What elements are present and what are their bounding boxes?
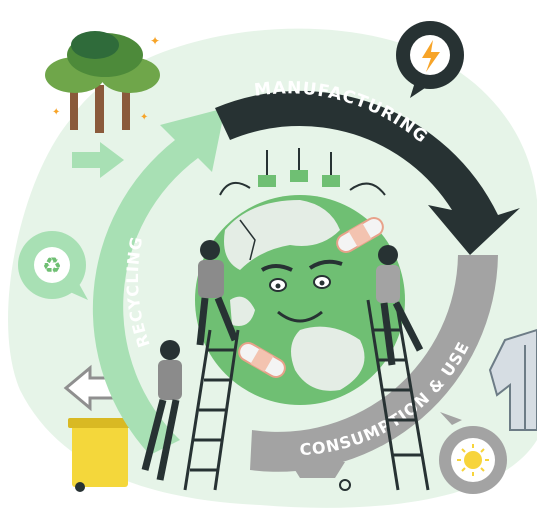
person-on-right-ladder — [376, 245, 424, 366]
lightning-bolt-icon — [396, 21, 464, 98]
right-ladder — [366, 299, 430, 491]
globe-smile — [277, 310, 323, 323]
person-on-ground — [141, 340, 182, 481]
globe-left-eyebrow — [260, 264, 293, 272]
sun-icon — [439, 412, 507, 494]
svg-text:✦: ✦ — [140, 112, 148, 123]
consumption-arrow — [250, 255, 498, 472]
earth-globe — [195, 195, 405, 405]
shirt-icon — [488, 328, 537, 431]
recycling-arrow — [92, 108, 226, 455]
recycle-icon: ♻ — [18, 231, 88, 300]
svg-text:♻: ♻ — [42, 254, 62, 279]
person-on-left-ladder — [196, 240, 239, 346]
input-arrow — [72, 142, 124, 178]
recycling-bin — [68, 418, 132, 492]
svg-text:✦: ✦ — [52, 107, 60, 118]
manufacturing-arrow — [215, 90, 520, 256]
globe-right-eyebrow — [308, 259, 343, 270]
svg-text:✦: ✦ — [150, 34, 160, 48]
wheelbarrow — [290, 462, 351, 491]
trees-icon: ✦ ✦ ✦ — [45, 31, 160, 133]
plants — [219, 148, 386, 196]
left-ladder — [183, 329, 240, 491]
